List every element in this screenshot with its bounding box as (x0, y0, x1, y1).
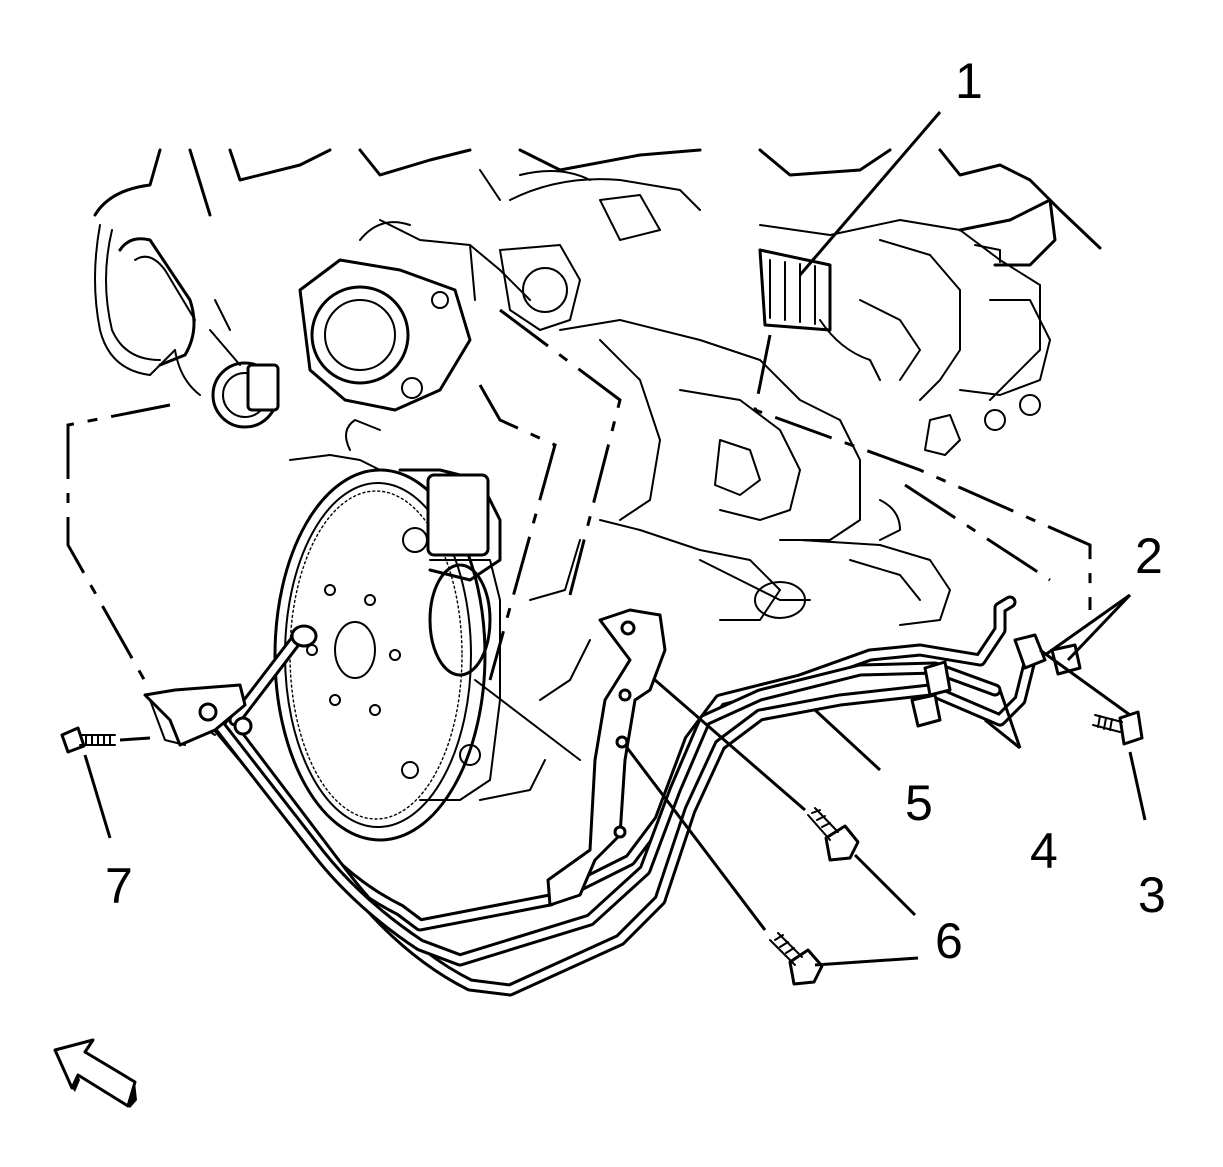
leader-lines (83, 111, 1147, 967)
callout-5: 5 (905, 775, 933, 831)
callout-2: 2 (1135, 528, 1163, 584)
callout-4: 4 (1030, 823, 1058, 879)
bolt-6-upper (807, 807, 860, 862)
callout-1: 1 (955, 53, 983, 109)
bolt-6-lower (769, 932, 824, 986)
bolt-7 (60, 726, 151, 754)
callout-7: 7 (105, 858, 133, 914)
bolt-3 (1092, 710, 1144, 746)
callout-3: 3 (1138, 867, 1166, 923)
assembly-reference-lines (66, 308, 1092, 761)
callout-6-upper: 6 (935, 913, 963, 969)
direction-arrow-icon (53, 1038, 137, 1108)
cooler-pipe-assembly (143, 595, 1082, 997)
